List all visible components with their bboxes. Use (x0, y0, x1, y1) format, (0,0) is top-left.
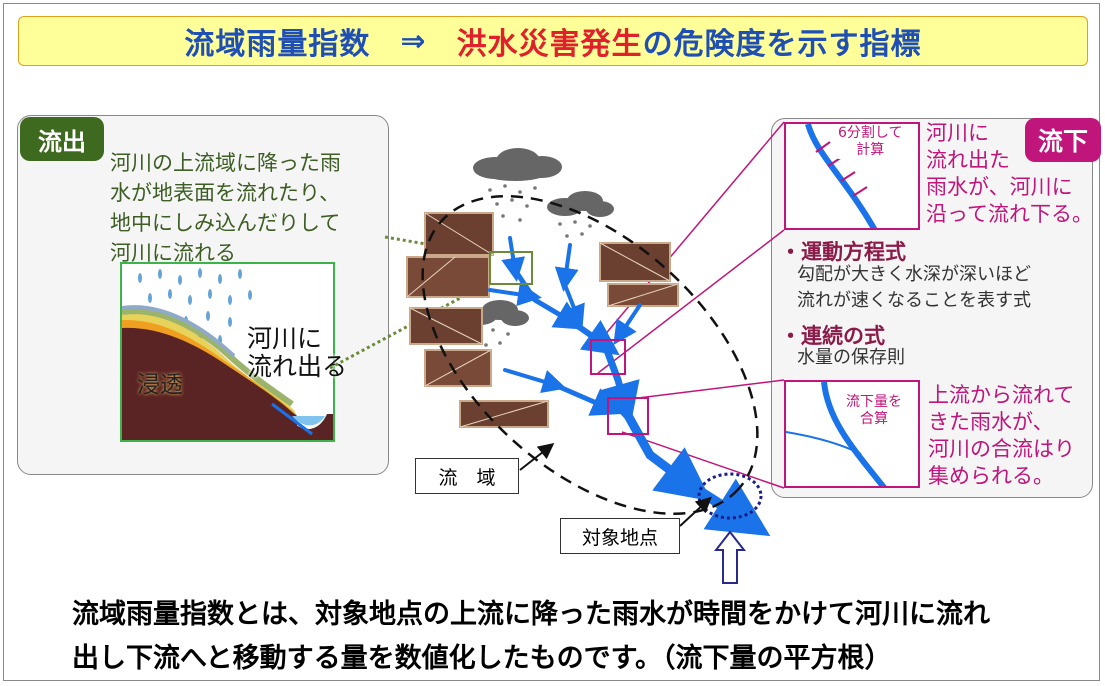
definition-line-2: 出し下流へと移動する量を数値化したものです。（流下量の平方根） (72, 643, 892, 674)
confluence-focus-box (607, 397, 649, 435)
equation-of-motion-title: ・運動方程式 (780, 240, 906, 264)
equation-of-motion-desc: 勾配が大きく水深が深いほど 流れが速くなることを表す式 (797, 262, 1031, 314)
motion-desc-line-2: 流れが速くなることを表す式 (797, 290, 1031, 311)
confluence-line-2: きた雨水が、 (928, 410, 1054, 434)
six-segments-note: 6分割して 計算 (838, 125, 903, 159)
river-arrow-icon (488, 236, 771, 537)
rain-cloud-icon (463, 148, 614, 326)
terrain-blocks (406, 212, 679, 428)
outflow-line-1: 河川の上流域に降った雨 (110, 151, 341, 175)
outflow-focus-box (489, 251, 533, 285)
basin-boundary (421, 194, 759, 516)
segment-focus-box (590, 339, 626, 375)
confluence-line-3: 河川の合流はり (928, 437, 1075, 461)
flows-into-river-line-1: 河川に (247, 324, 323, 353)
target-label-arrow (679, 496, 712, 527)
sum-flow-note: 流下量を 合算 (846, 394, 902, 428)
flow-down-badge: 流下 (1025, 118, 1101, 162)
flow-along-river-text: 河川に 流れ出た 雨水が、河川に 沿って流れ下る。 (926, 120, 1093, 228)
motion-desc-line-1: 勾配が大きく水深が深いほど (797, 264, 1031, 285)
flow-along-line-3: 雨水が、河川に (926, 175, 1073, 199)
continuity-equation-desc: 水量の保存則 (797, 345, 905, 371)
flow-along-line-1: 河川に (926, 121, 989, 145)
title-banner: 流域雨量指数 ⇒ 洪水災害発生 の危険度を示す指標 (18, 16, 1088, 66)
title-index-name: 流域雨量指数 (184, 27, 371, 62)
infiltration-label: 浸透 (137, 372, 183, 398)
outflow-line-4: 河川に流れる (110, 241, 236, 265)
target-point-label: 対象地点 (560, 518, 680, 554)
sum-flow-line-1: 流下量を (846, 394, 902, 410)
flow-along-line-4: 沿って流れ下る。 (926, 202, 1093, 226)
inset-leader-lines (329, 121, 785, 489)
slope-illustration (120, 262, 335, 442)
confluence-drawing (786, 382, 887, 486)
target-point-marker (697, 472, 763, 520)
confluence-text: 上流から流れて きた雨水が、 河川の合流はり 集められる。 (928, 382, 1075, 490)
basin-label: 流 域 (415, 458, 519, 494)
outflow-description: 河川の上流域に降った雨 水が地表面を流れたり、 地中にしみ込んだりして 河川に流… (110, 148, 380, 268)
title-arrow: ⇒ (400, 23, 427, 59)
slide-frame (3, 3, 1100, 681)
title-flood-disaster: 洪水災害発生 (456, 27, 643, 62)
confluence-line-4: 集められる。 (928, 464, 1054, 488)
six-segments-line-1: 6分割して (838, 125, 903, 141)
title-risk-indicator: の危険度を示す指標 (642, 27, 922, 62)
basin-label-arrow (519, 443, 555, 471)
flow-along-line-2: 流れ出た (926, 148, 1010, 172)
six-segments-line-2: 計算 (856, 142, 885, 158)
index-definition: 流域雨量指数とは、対象地点の上流に降った雨水が時間をかけて河川に流れ 出し下流へ… (72, 593, 990, 681)
slope-cross-section (122, 268, 333, 440)
sum-flow-line-2: 合算 (860, 411, 888, 427)
confluence-line-1: 上流から流れて (928, 383, 1075, 407)
continuity-desc-line: 水量の保存則 (797, 347, 905, 368)
outflow-line-2: 水が地表面を流れたり、 (110, 181, 341, 205)
continuity-equation-title: ・連続の式 (780, 324, 885, 348)
outflow-line-3: 地中にしみ込んだりして (110, 211, 341, 235)
upward-arrow-icon (713, 530, 747, 584)
outflow-badge: 流出 (20, 117, 104, 161)
definition-line-1: 流域雨量指数とは、対象地点の上流に降った雨水が時間をかけて河川に流れ (72, 599, 990, 630)
